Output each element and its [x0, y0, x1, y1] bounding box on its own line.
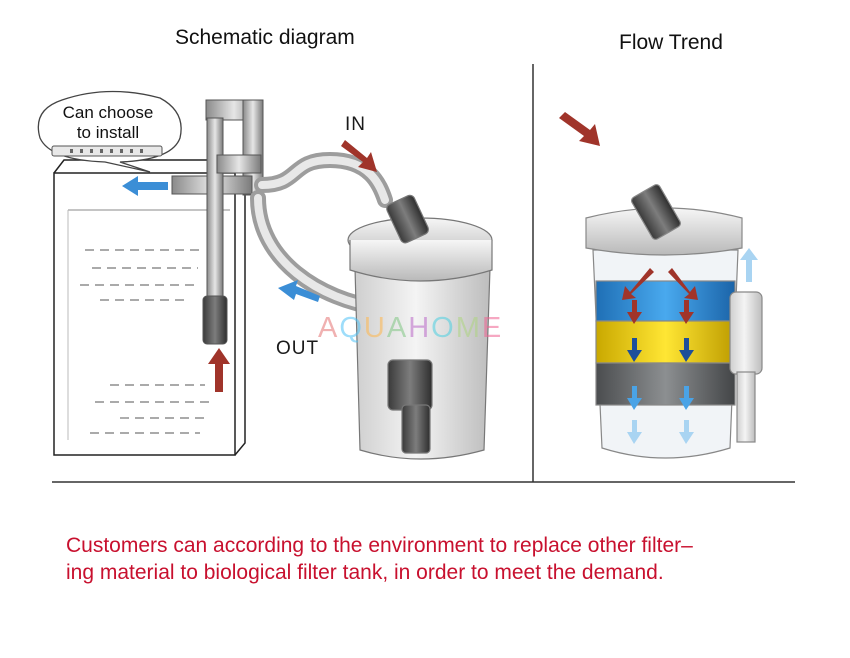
bubble-line-1: Can choose [62, 103, 154, 122]
watermark-letter: E [481, 312, 504, 344]
install-bubble [37, 90, 182, 173]
watermark-letter: Q [339, 312, 364, 344]
bubble-line-2: to install [76, 123, 140, 142]
tank-plumbing [171, 99, 264, 345]
watermark-letter: O [431, 312, 456, 344]
canister-filter-right [585, 184, 763, 459]
outflow-arrow-icon [122, 176, 168, 196]
bubble-text: Can choose to install [44, 103, 172, 143]
canister-filter-left [347, 194, 493, 460]
watermark-letter: A [318, 312, 340, 344]
watermark-letter: U [363, 312, 387, 344]
top-valve [631, 184, 681, 240]
caption-line-1: Customers can according to the environme… [66, 534, 693, 557]
layer-gray [595, 362, 736, 406]
water-lines [80, 249, 215, 434]
flow-arrows-left [122, 140, 377, 392]
flow-arrows-right [559, 112, 758, 444]
out-arrow-icon [278, 280, 320, 302]
caption: Customers can according to the environme… [66, 532, 806, 586]
spray-bar [51, 145, 163, 157]
schematic-title: Schematic diagram [175, 26, 355, 49]
in-arrow-icon [341, 140, 377, 172]
intake-arrow-icon [208, 348, 230, 392]
layer-yellow [595, 320, 736, 364]
in-label: IN [345, 114, 366, 135]
inlet-valve [386, 194, 430, 244]
watermark-letter: M [455, 312, 482, 344]
side-pump [729, 291, 763, 375]
out-up-arrow-icon [740, 248, 758, 282]
layer-blue [595, 280, 736, 322]
flow-trend-title: Flow Trend [619, 31, 723, 54]
caption-line-2: ing material to biological filter tank, … [66, 561, 664, 584]
watermark: AQUAHOME [318, 312, 503, 345]
intake-strainer [202, 295, 228, 345]
pump-head [387, 359, 433, 411]
top-in-arrow-icon [559, 112, 600, 146]
out-label: OUT [276, 338, 320, 359]
watermark-letter: A [386, 312, 409, 344]
watermark-letter: H [408, 312, 432, 344]
